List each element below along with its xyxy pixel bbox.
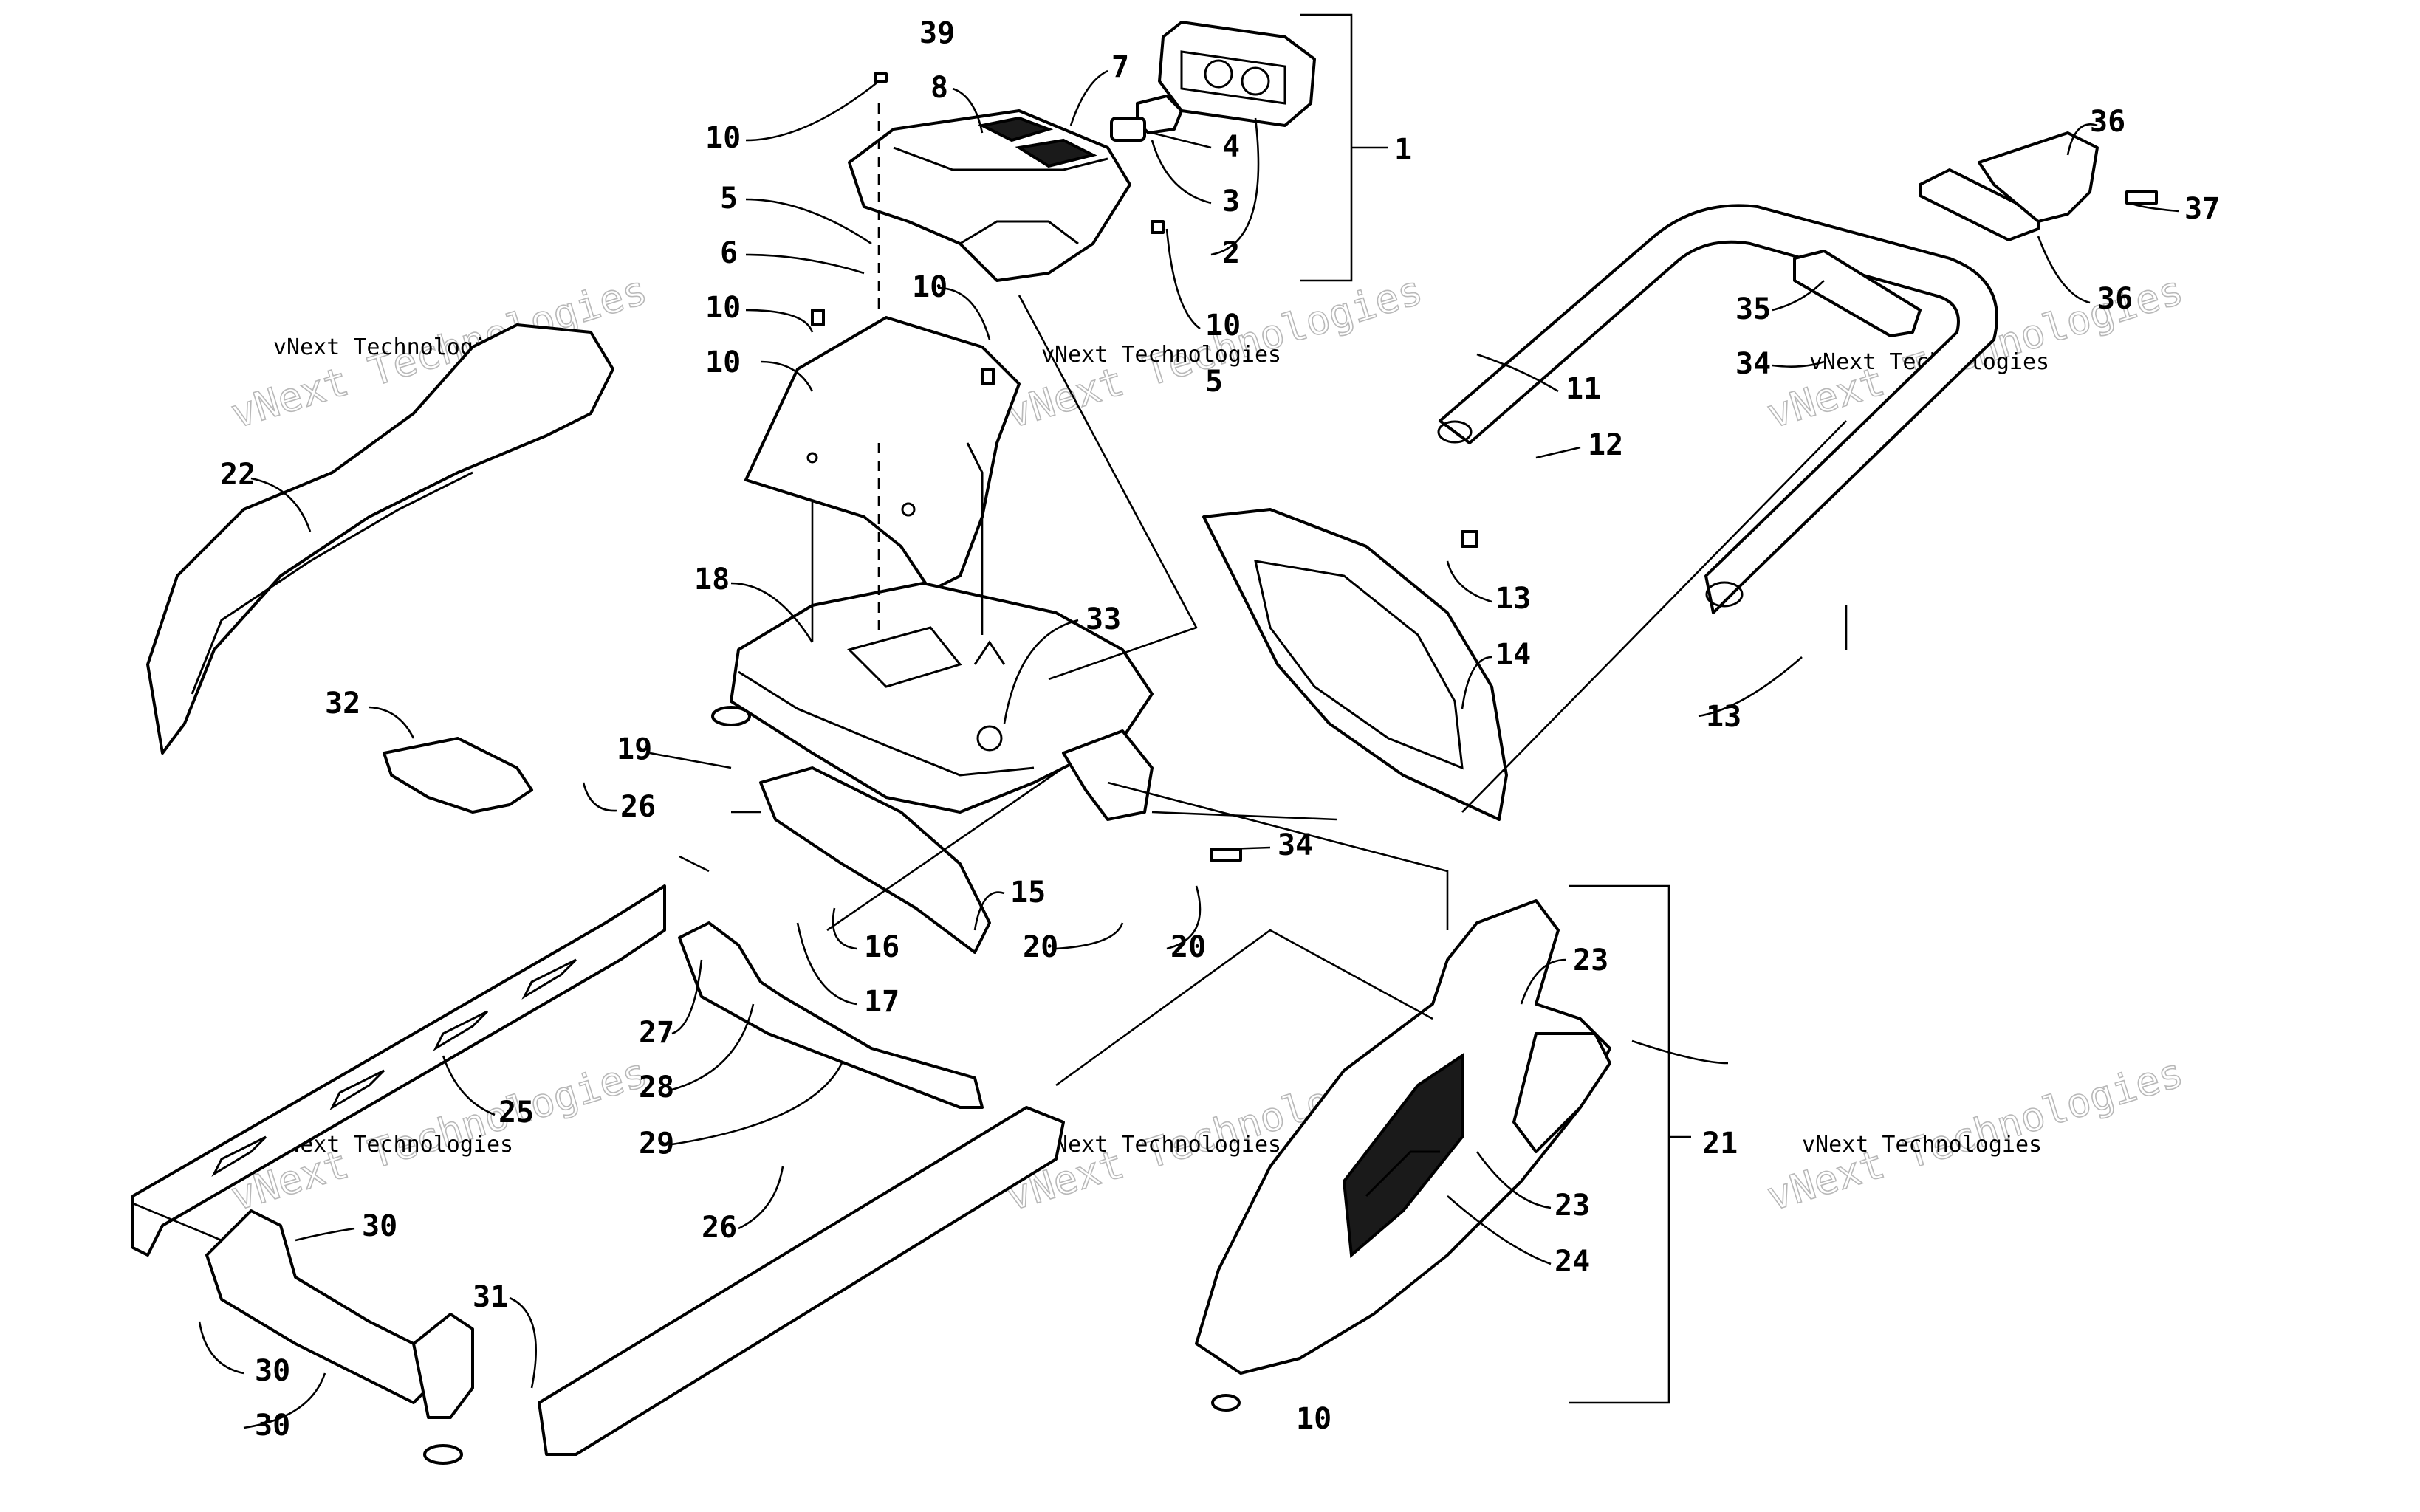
callout-24: 23	[1555, 1189, 1590, 1223]
frame-rail-26-center	[538, 1106, 1065, 1456]
callout-25: 24	[1555, 1245, 1590, 1279]
taillight-assembly	[1110, 21, 1316, 142]
callout-12: 11	[1566, 372, 1601, 406]
callout-15: 14	[1495, 638, 1531, 672]
side-panel-22-right	[1195, 899, 1611, 1375]
callout-16: 15	[1010, 876, 1046, 910]
callout-10-b: 10	[705, 291, 741, 325]
bracket-31	[205, 1209, 474, 1419]
cover-33	[383, 737, 533, 814]
callout-26-a: 25	[498, 1096, 534, 1130]
callout-8: 8	[930, 71, 948, 105]
fasteners	[423, 72, 2158, 1465]
callout-13-a: 12	[1588, 428, 1623, 462]
callout-labels: 1 2 3 4 5 6 7 8 39 10 10 10 10 10 5 10 1…	[220, 16, 2220, 1443]
callout-30-a: 29	[639, 1127, 674, 1161]
callout-23-a: 22	[220, 458, 256, 492]
callout-30-c: 30	[255, 1354, 290, 1388]
callout-37: 36	[2090, 105, 2125, 139]
mount-34	[976, 725, 1154, 821]
callout-31: 30	[255, 1409, 290, 1443]
callout-6: 6	[720, 236, 738, 270]
callout-7: 7	[1111, 50, 1129, 84]
callout-10-d: 10	[1205, 309, 1241, 343]
callout-14: 13	[1495, 582, 1531, 616]
callout-34-b: 34	[1735, 347, 1771, 381]
callout-27: 26	[620, 790, 656, 824]
callout-39: 39	[919, 16, 955, 50]
callout-29: 28	[639, 1071, 674, 1104]
watermark-small: vNext Technologies	[1041, 342, 1281, 368]
bracket-28	[678, 921, 984, 1109]
callout-33: 32	[325, 687, 360, 721]
callout-10-e: 10	[1296, 1402, 1331, 1436]
callout-17: 16	[864, 930, 899, 964]
callout-22: 21	[1702, 1127, 1738, 1161]
callout-18: 17	[864, 985, 899, 1019]
callout-20-b: 20	[1023, 930, 1058, 964]
callout-34-a: 33	[1086, 602, 1121, 636]
callout-36-a: 35	[1735, 292, 1771, 326]
bracket-11	[744, 316, 1021, 592]
callout-26-b: 26	[702, 1211, 737, 1245]
callout-19: 18	[694, 563, 730, 597]
watermark-small: vNext Technologies	[1802, 1132, 2042, 1158]
flap-16	[759, 766, 991, 954]
callout-35: 34	[1278, 828, 1313, 862]
callout-30-b: 30	[362, 1209, 397, 1243]
callout-13-b: 13	[1706, 700, 1741, 734]
callout-4: 4	[1222, 130, 1240, 164]
frame-rail-26-left	[131, 884, 666, 1257]
side-panel-15	[1202, 508, 1508, 821]
callout-20-a: 19	[617, 732, 652, 766]
callout-3: 3	[1222, 185, 1240, 219]
callout-32: 31	[473, 1280, 508, 1314]
watermark-top-center: vNext Technologies vNext Technologies	[1001, 266, 1429, 438]
watermark-small: vNext Technologies	[1041, 1132, 1281, 1158]
callout-36-b: 36	[2097, 282, 2133, 316]
side-panel-23-left	[146, 323, 614, 755]
callout-5-b: 5	[1205, 365, 1223, 399]
callout-38: 37	[2184, 192, 2220, 226]
leader-lines	[132, 13, 1848, 1404]
grab-bar-12	[1437, 204, 1998, 614]
callout-10-a: 10	[705, 121, 741, 155]
callout-11: 10	[705, 346, 741, 379]
light-housing	[848, 109, 1131, 282]
watermark-bottom-right: vNext Technologies vNext Technologies	[1761, 1048, 2190, 1220]
callout-5: 5	[720, 182, 738, 216]
callout-28: 27	[639, 1016, 674, 1050]
callout-23-b: 23	[1573, 944, 1608, 977]
callout-1: 1	[1394, 133, 1412, 167]
callout-21: 20	[1170, 930, 1206, 964]
